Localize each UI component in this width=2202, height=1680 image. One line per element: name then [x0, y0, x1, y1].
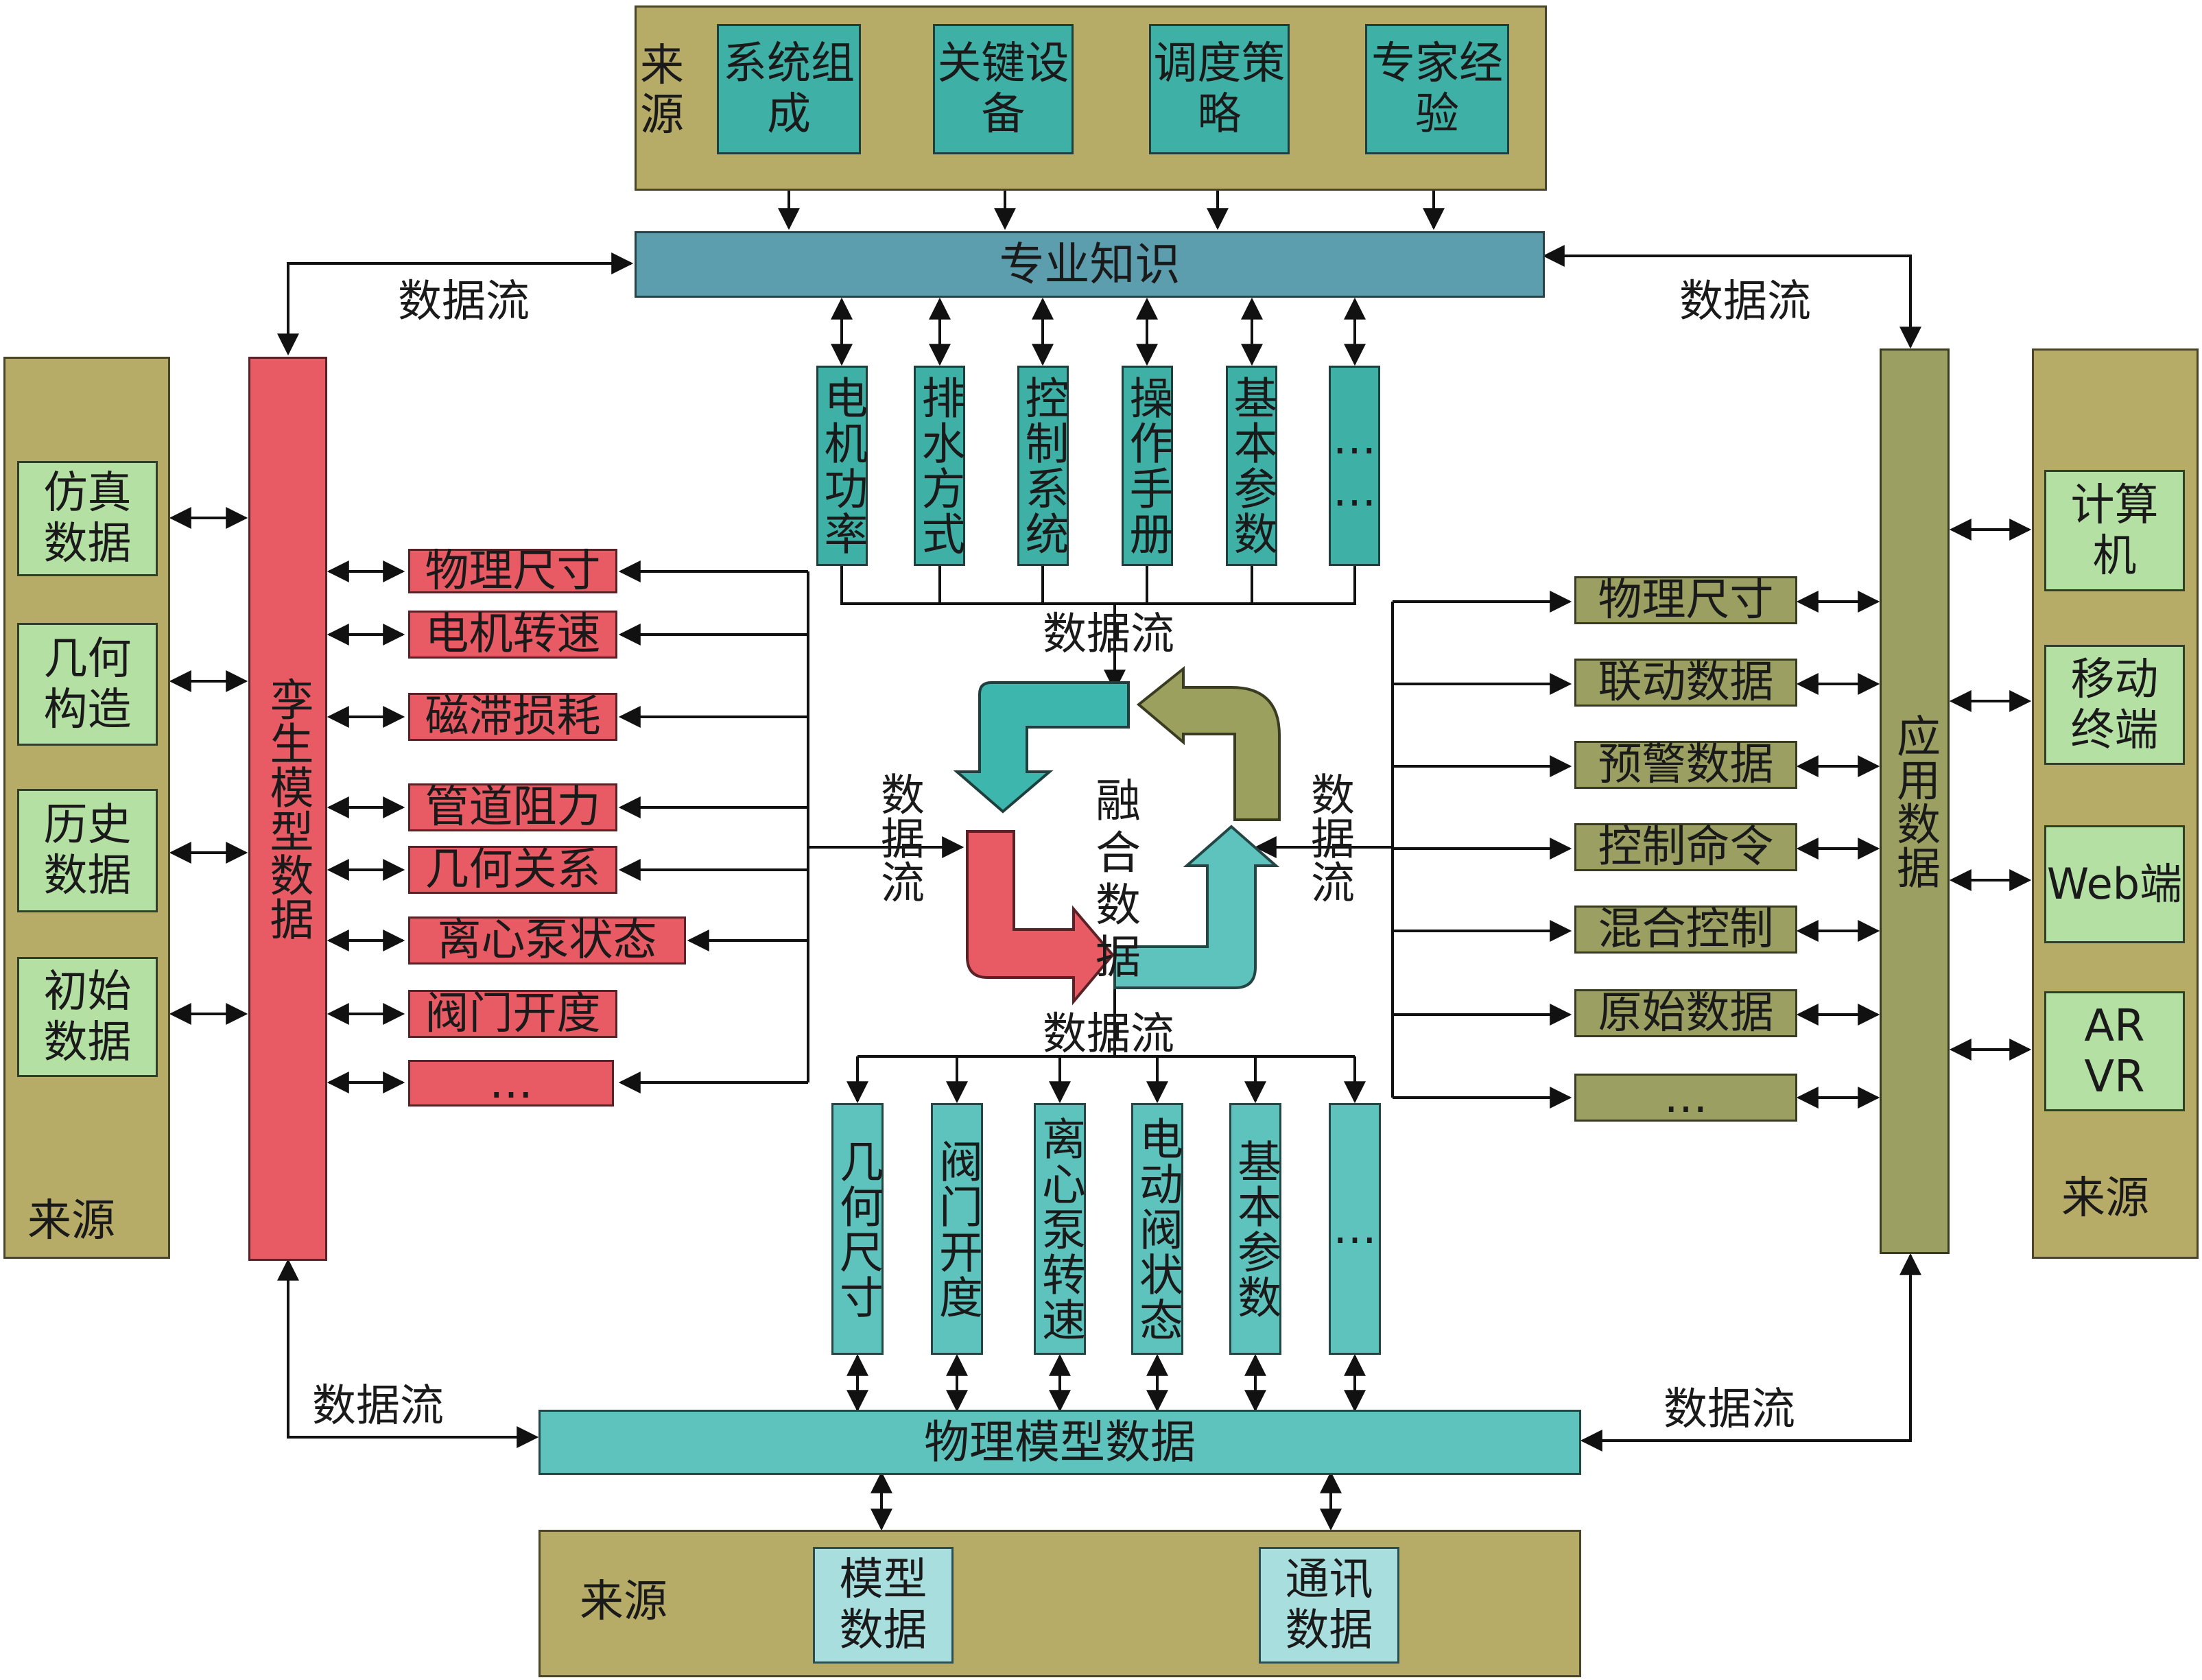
source-geometric-construction: 几何构造 — [17, 623, 158, 746]
flow-label-center-left: 数据流 — [873, 772, 924, 903]
twin-item-pipe-resistance: 管道阻力 — [408, 783, 617, 831]
source-key-equipment: 关键设备 — [933, 24, 1074, 154]
source-expert-experience: 专家经验 — [1365, 24, 1509, 154]
right-source-label: 来源 — [2061, 1173, 2149, 1224]
bottom-source-label: 来源 — [580, 1576, 667, 1627]
knowledge-item-motor-power: 电机功率 — [816, 366, 868, 566]
physical-item-basic-params: 基本参数 — [1229, 1103, 1281, 1355]
flow-label-top-left: 数据流 — [398, 276, 530, 327]
source-computer: 计算机 — [2044, 470, 2185, 591]
app-item-raw-data: 原始数据 — [1574, 989, 1797, 1037]
top-source-label: 来源 — [640, 40, 684, 141]
source-dispatch-strategy: 调度策略 — [1149, 24, 1290, 154]
flow-label-center-right: 数据流 — [1303, 772, 1354, 903]
physical-item-valve-opening: 阀门开度 — [931, 1103, 983, 1355]
knowledge-item-control-system: 控制系统 — [1017, 366, 1069, 566]
twin-item-hysteresis-loss: 磁滞损耗 — [408, 693, 617, 741]
twin-item-valve-opening: 阀门开度 — [408, 990, 617, 1038]
twin-item-motor-speed: 电机转速 — [408, 611, 617, 659]
physical-item-more: … — [1329, 1103, 1381, 1355]
source-simulation-data: 仿真数据 — [17, 461, 158, 576]
flow-label-center-top: 数据流 — [1043, 609, 1174, 660]
app-item-control-command: 控制命令 — [1574, 823, 1797, 871]
physical-item-geometric-size: 几何尺寸 — [831, 1103, 884, 1355]
flow-label-top-right: 数据流 — [1679, 276, 1811, 327]
knowledge-item-basic-params: 基本参数 — [1226, 366, 1277, 566]
physical-item-valve-status: 电动阀状态 — [1131, 1103, 1183, 1355]
twin-item-pump-status: 离心泵状态 — [408, 916, 686, 965]
fusion-data-label: 融合数据 — [1096, 774, 1141, 984]
physical-item-pump-speed: 离心泵转速 — [1034, 1103, 1086, 1355]
app-item-warning-data: 预警数据 — [1574, 741, 1797, 789]
source-model-data: 模型数据 — [813, 1547, 954, 1664]
left-source-label: 来源 — [27, 1196, 115, 1246]
twin-model-data-column: 孪生模型数据 — [248, 357, 327, 1261]
app-item-linkage-data: 联动数据 — [1574, 659, 1797, 707]
source-historical-data: 历史数据 — [17, 789, 158, 912]
source-initial-data: 初始数据 — [17, 957, 158, 1077]
twin-item-physical-size: 物理尺寸 — [408, 549, 617, 593]
source-ar-vr: AR VR — [2044, 991, 2185, 1111]
knowledge-bar: 专业知识 — [635, 231, 1545, 298]
source-mobile-terminal: 移动终端 — [2044, 645, 2185, 765]
knowledge-item-more: …… — [1329, 366, 1380, 566]
knowledge-item-drainage-mode: 排水方式 — [914, 366, 965, 566]
physical-model-bar: 物理模型数据 — [538, 1410, 1581, 1475]
fusion-cycle-arrows — [953, 665, 1281, 1006]
twin-item-geometric-relation: 几何关系 — [408, 846, 617, 894]
twin-item-more: … — [408, 1060, 614, 1107]
source-system-composition: 系统组成 — [717, 24, 861, 154]
source-web: Web端 — [2044, 825, 2185, 943]
knowledge-item-operation-manual: 操作手册 — [1122, 366, 1173, 566]
app-item-hybrid-control: 混合控制 — [1574, 906, 1797, 954]
app-item-more: … — [1574, 1074, 1797, 1122]
flow-label-bottom-right: 数据流 — [1664, 1384, 1795, 1435]
flow-label-center-bottom: 数据流 — [1043, 1009, 1174, 1060]
application-data-column: 应用数据 — [1880, 348, 1950, 1254]
flow-label-bottom-left: 数据流 — [312, 1381, 444, 1432]
bottom-source-panel — [538, 1530, 1581, 1677]
app-item-physical-size: 物理尺寸 — [1574, 576, 1797, 624]
source-communication-data: 通讯数据 — [1259, 1547, 1399, 1664]
